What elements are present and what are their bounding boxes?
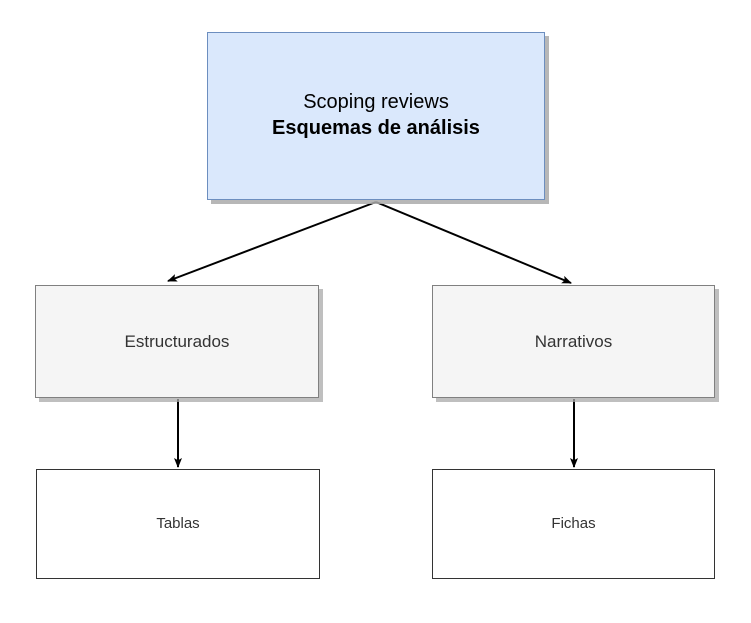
- node-narrativos-label: Narrativos: [534, 331, 613, 351]
- node-tablas[interactable]: Tablas: [36, 469, 320, 579]
- node-scoping-reviews-root[interactable]: Scoping reviews Esquemas de análisis: [207, 32, 545, 200]
- node-estructurados[interactable]: Estructurados: [35, 285, 319, 398]
- node-tablas-label: Tablas: [156, 515, 200, 533]
- root-node-line-2: Esquemas de análisis: [272, 117, 480, 139]
- node-narrativos[interactable]: Narrativos: [432, 285, 715, 398]
- node-fichas[interactable]: Fichas: [432, 469, 715, 579]
- root-node-line-1: Scoping reviews: [303, 91, 449, 114]
- edge-root-to-estructurados: [167, 201, 377, 282]
- edge-root-to-narrativos: [375, 201, 572, 284]
- node-estructurados-label: Estructurados: [124, 331, 230, 351]
- node-fichas-label: Fichas: [551, 515, 596, 533]
